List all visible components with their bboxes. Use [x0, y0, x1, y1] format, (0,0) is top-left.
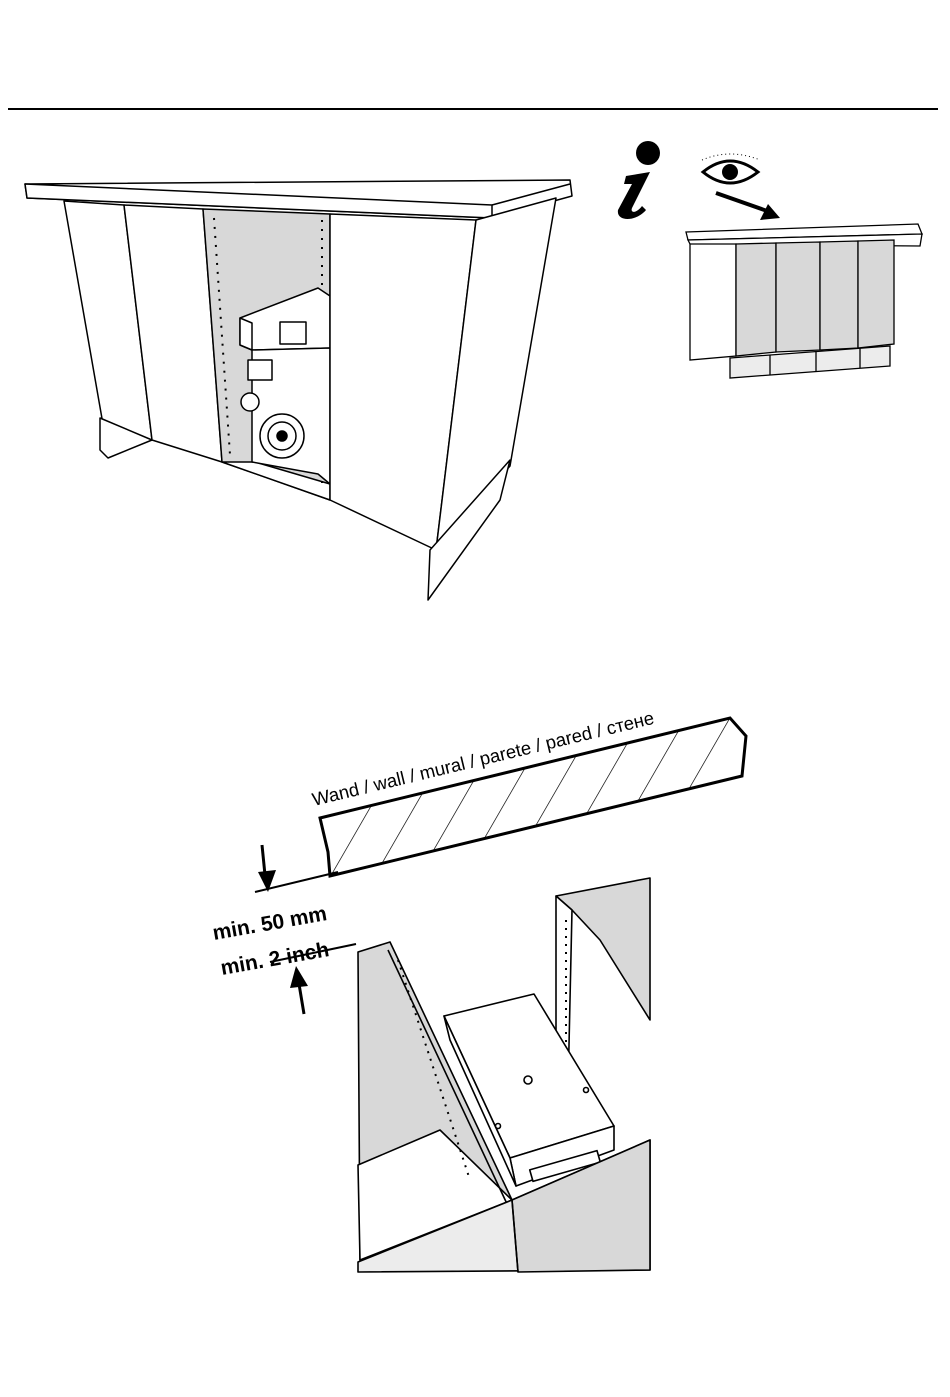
eye-icon: [702, 154, 760, 183]
info-icon: [618, 141, 660, 219]
view-arrow-icon: [716, 193, 780, 220]
clearance-metric-label: min. 50 mm: [211, 902, 329, 945]
clearance-imperial-label: min. 2 inch: [219, 938, 331, 980]
cabinet-with-unit-drawing: [25, 180, 572, 600]
cabinet-top-view-drawing: [358, 878, 650, 1272]
reference-cabinet-drawing: [686, 224, 922, 378]
